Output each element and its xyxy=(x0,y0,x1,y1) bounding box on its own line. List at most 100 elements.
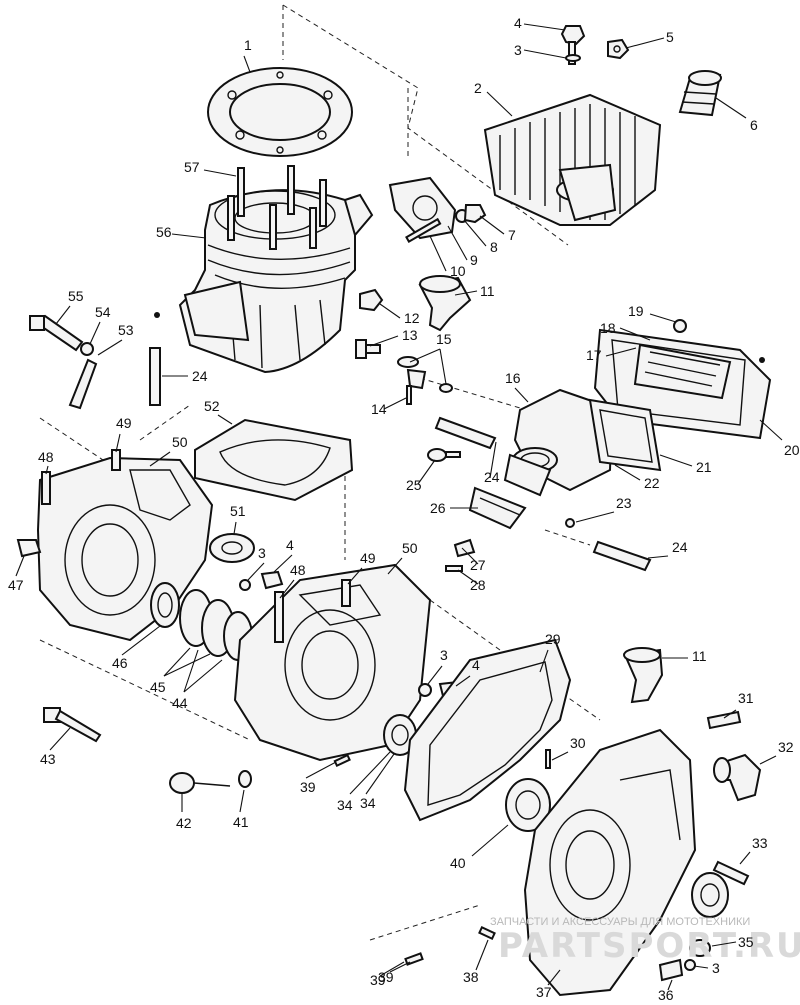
intake-boot xyxy=(678,70,722,117)
part-label-14: 14 xyxy=(371,401,387,417)
reed-valve-assembly xyxy=(588,319,772,472)
leader-line-4 xyxy=(523,23,566,31)
leader-line-3 xyxy=(523,49,567,59)
crankshaft-bearings xyxy=(150,533,284,661)
leader-line-15 xyxy=(439,348,447,385)
part-label-3: 3 xyxy=(712,960,720,976)
exhaust-manifold xyxy=(418,275,472,332)
seal-and-bolt xyxy=(383,680,464,756)
cylinder xyxy=(154,165,374,374)
crankcase-cover xyxy=(523,728,697,997)
leader-line-19 xyxy=(649,313,677,323)
leader-line-22 xyxy=(614,464,641,481)
part-label-10: 10 xyxy=(450,263,466,279)
leader-line-53 xyxy=(97,339,123,356)
part-label-40: 40 xyxy=(450,855,466,871)
part-label-34: 34 xyxy=(360,795,376,811)
part-label-30: 30 xyxy=(570,735,586,751)
part-label-5: 5 xyxy=(666,29,674,45)
part-label-23: 23 xyxy=(616,495,632,511)
leader-line-44 xyxy=(183,649,199,693)
leader-line-25 xyxy=(417,459,436,485)
part-label-36: 36 xyxy=(658,987,674,1003)
part-label-16: 16 xyxy=(505,370,521,386)
part-label-7: 7 xyxy=(508,227,516,243)
part-label-24: 24 xyxy=(484,469,500,485)
part-label-57: 57 xyxy=(184,159,200,175)
part-label-54: 54 xyxy=(95,304,111,320)
leader-line-41 xyxy=(239,789,245,813)
leader-line-11 xyxy=(454,290,478,296)
part-label-12: 12 xyxy=(404,310,420,326)
leader-line-35 xyxy=(711,941,737,947)
leader-line-50 xyxy=(149,451,171,467)
part-label-50: 50 xyxy=(172,434,188,450)
part-label-26: 26 xyxy=(430,500,446,516)
leader-line-14 xyxy=(383,397,407,410)
part-label-37: 37 xyxy=(536,984,552,1000)
watermark-caption: ЗАПЧАСТИ И АКСЕССУАРЫ ДЛЯ МОТОТЕХНИКИ xyxy=(490,916,750,928)
leader-line-50 xyxy=(387,557,403,575)
part-label-24: 24 xyxy=(672,539,688,555)
part-label-24: 24 xyxy=(192,368,208,384)
part-label-27: 27 xyxy=(470,557,486,573)
leader-line-43 xyxy=(49,727,71,751)
part-label-47: 47 xyxy=(8,577,24,593)
leader-line-34 xyxy=(349,751,391,795)
part-label-20: 20 xyxy=(784,442,800,458)
part-label-53: 53 xyxy=(118,322,134,338)
leader-line-38 xyxy=(475,939,489,971)
part-label-39: 39 xyxy=(300,779,316,795)
leader-line-24 xyxy=(489,441,497,479)
cylinder-head xyxy=(483,93,662,226)
crankcase-bolt xyxy=(43,707,102,743)
part-label-33: 33 xyxy=(752,835,768,851)
part-label-9: 9 xyxy=(470,252,478,268)
leader-line-27 xyxy=(461,547,479,565)
leader-line-47 xyxy=(15,555,25,577)
leader-line-55 xyxy=(55,305,71,325)
base-gasket xyxy=(194,418,354,502)
leader-line-4 xyxy=(455,675,471,687)
leader-line-52 xyxy=(217,414,233,425)
part-label-8: 8 xyxy=(490,239,498,255)
part-label-3: 3 xyxy=(440,647,448,663)
leader-line-39 xyxy=(389,961,411,973)
part-label-49: 49 xyxy=(116,415,132,431)
leader-line-4 xyxy=(273,554,293,573)
part-label-50: 50 xyxy=(402,540,418,556)
part-label-1: 1 xyxy=(244,37,252,53)
leader-line-54 xyxy=(89,321,101,345)
leader-line-1 xyxy=(243,55,251,73)
part-label-55: 55 xyxy=(68,288,84,304)
main-bearing xyxy=(505,778,551,832)
part-label-31: 31 xyxy=(738,690,754,706)
leader-line-17 xyxy=(605,347,637,357)
leader-line-36 xyxy=(667,979,673,991)
leader-line-10 xyxy=(429,235,447,272)
part-label-4: 4 xyxy=(286,537,294,553)
leader-line-49 xyxy=(115,433,121,453)
leader-line-8 xyxy=(463,219,487,247)
part-label-39: 39 xyxy=(378,969,394,985)
leader-line-34 xyxy=(365,753,395,795)
drain-plug xyxy=(169,770,252,794)
leader-line-32 xyxy=(759,755,777,765)
leader-line-31 xyxy=(723,709,737,719)
leader-line-21 xyxy=(659,454,693,467)
leader-line-6 xyxy=(715,97,747,119)
leader-line-16 xyxy=(514,387,529,403)
part-label-2: 2 xyxy=(474,80,482,96)
crankcase-right xyxy=(233,563,432,762)
part-label-34: 34 xyxy=(337,797,353,813)
callout-labels: 1234567891011121314151617181920212223242… xyxy=(8,15,800,1003)
leader-line-37 xyxy=(547,969,561,986)
leader-line-3 xyxy=(247,562,265,581)
water-elbow-fittings xyxy=(623,647,762,918)
part-label-44: 44 xyxy=(172,695,188,711)
part-label-11: 11 xyxy=(480,283,495,299)
part-label-48: 48 xyxy=(290,562,306,578)
leader-line-39 xyxy=(305,761,337,779)
